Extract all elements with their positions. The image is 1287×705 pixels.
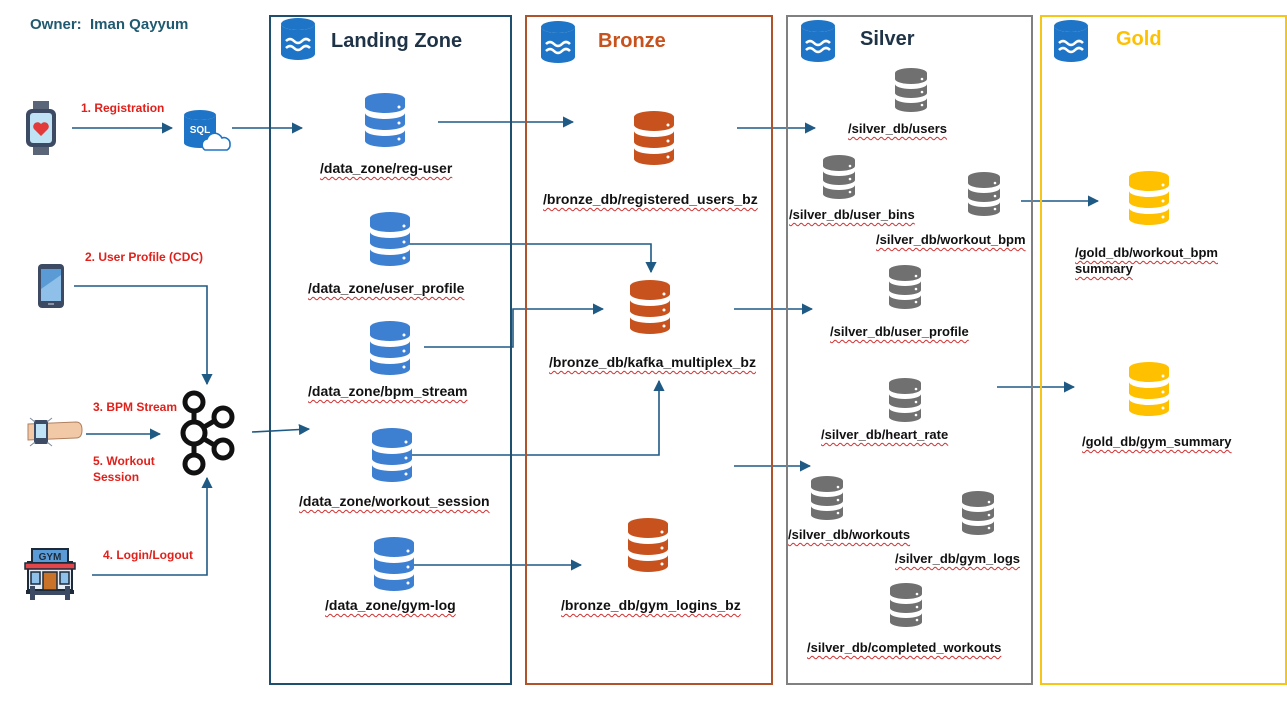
arrow-user-profile-to-kafka-bz: [393, 243, 657, 274]
database-icon: [370, 321, 410, 375]
source-label-bpm-stream: 3. BPM Stream: [93, 400, 178, 414]
table-label-landing-gym-log: /data_zone/gym-log: [325, 597, 456, 613]
database-icon: [374, 537, 414, 591]
database-icon: [968, 172, 1000, 216]
table-label-silver-completed-workouts: /silver_db/completed_workouts: [807, 640, 1002, 655]
gym-building-icon: GYM: [24, 548, 76, 600]
arrow-phone-to-kafka: [74, 285, 213, 386]
arrow-bpm-stream-to-kafka-bz: [424, 303, 605, 348]
storage-bucket-icon: [1054, 20, 1088, 62]
table-label-silver-users: /silver_db/users: [848, 121, 947, 136]
database-icon: [634, 111, 674, 165]
arrow-gym-to-kafka: [92, 476, 213, 576]
gold-zone-frame: [1040, 15, 1287, 685]
silver-zone-frame: [786, 15, 1033, 685]
database-icon: [372, 428, 412, 482]
bronze-zone-title: Bronze: [598, 30, 666, 52]
table-label-silver-workouts: /silver_db/workouts: [788, 527, 911, 542]
database-icon: [895, 68, 927, 112]
wrist-sensor-icon: [27, 417, 83, 447]
bronze-zone-frame: [525, 15, 773, 685]
smartphone-icon: [38, 264, 64, 308]
source-label-workout-session: 5. Workout Session: [93, 454, 155, 484]
database-icon: [890, 583, 922, 627]
source-label-user-profile: 2. User Profile (CDC): [85, 250, 204, 264]
database-icon: [962, 491, 994, 535]
smartwatch-icon: [26, 101, 56, 155]
kafka-icon: [180, 390, 235, 476]
source-label-login-logout: 4. Login/Logout: [103, 548, 193, 562]
table-label-silver-user-profile: /silver_db/user_profile: [830, 324, 969, 339]
database-icon: [365, 93, 405, 147]
storage-bucket-icon: [281, 18, 315, 60]
database-icon: [1129, 362, 1169, 416]
database-icon: [823, 155, 855, 199]
owner-label: Owner: Iman Qayyum: [30, 16, 189, 33]
arrow-kafka-to-workout-session: [251, 423, 311, 436]
table-label-landing-user-profile: /data_zone/user_profile: [308, 280, 465, 296]
table-label-silver-gym-logs: /silver_db/gym_logs: [895, 551, 1020, 566]
storage-bucket-icon: [801, 20, 835, 62]
storage-bucket-icon: [541, 21, 575, 63]
table-label-gold-gym-summary: /gold_db/gym_summary: [1082, 434, 1232, 449]
database-icon: [889, 265, 921, 309]
silver-zone-title: Silver: [860, 28, 915, 50]
landing-zone-frame: [269, 15, 512, 685]
source-label-registration: 1. Registration: [81, 101, 165, 115]
sql-text: SQL: [190, 125, 211, 136]
gold-zone-title: Gold: [1116, 28, 1162, 50]
database-icon: [628, 518, 668, 572]
table-label-gold-workout-bpm-summary: /gold_db/workout_bpm summary: [1075, 245, 1218, 276]
table-label-landing-reg-user: /data_zone/reg-user: [320, 160, 453, 176]
table-label-landing-bpm-stream: /data_zone/bpm_stream: [308, 383, 468, 399]
sql-cloud-icon: SQL: [184, 110, 231, 151]
gym-sign-text: GYM: [39, 552, 62, 563]
table-label-silver-heart-rate: /silver_db/heart_rate: [821, 427, 949, 442]
landing-zone-title: Landing Zone: [331, 30, 463, 52]
database-icon: [811, 476, 843, 520]
table-label-bronze-gym-logins: /bronze_db/gym_logins_bz: [561, 597, 741, 613]
table-label-bronze-kafka-multiplex: /bronze_db/kafka_multiplex_bz: [549, 354, 756, 370]
table-label-silver-workout-bpm: /silver_db/workout_bpm: [876, 232, 1026, 247]
database-icon: [889, 378, 921, 422]
table-label-bronze-registered-users: /bronze_db/registered_users_bz: [543, 191, 758, 207]
table-label-landing-workout-session: /data_zone/workout_session: [299, 493, 490, 509]
table-label-silver-user-bins: /silver_db/user_bins: [789, 207, 915, 222]
database-icon: [1129, 171, 1169, 225]
database-icon: [630, 280, 670, 334]
database-icon: [370, 212, 410, 266]
arrow-workout-session-to-kafka-bz: [390, 379, 665, 456]
